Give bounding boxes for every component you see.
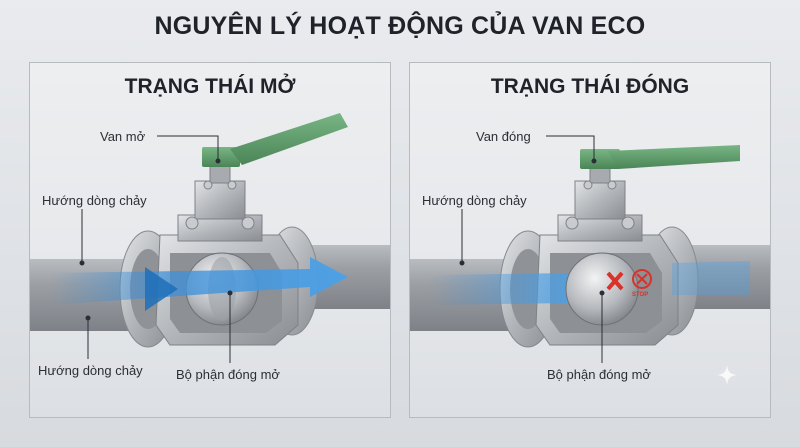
stop-sign-icon (632, 269, 652, 289)
stop-label: STOP (632, 292, 649, 298)
page-title: NGUYÊN LÝ HOẠT ĐỘNG CỦA VAN ECO (154, 12, 646, 40)
sparkle-icon (717, 365, 737, 385)
closed-valve-illustration (410, 135, 770, 363)
label-flow-direction-top: Hướng dòng chảy (422, 193, 527, 208)
panel-open-state: TRẠNG THÁI MỞ Van mở Hướng dòng chảy Hướ… (29, 62, 391, 418)
flow-arrow (50, 257, 348, 305)
panel-closed-state: TRẠNG THÁI ĐÓNG Van đóng Hướng dòng chảy… (409, 62, 771, 418)
label-flow-direction-top: Hướng dòng chảy (42, 193, 147, 208)
open-valve-illustration (30, 113, 390, 363)
label-flow-direction-bottom: Hướng dòng chảy (38, 363, 143, 378)
panel-title-open: TRẠNG THÁI MỞ (124, 75, 296, 98)
stop-cross-icon (606, 271, 624, 291)
label-valve-open: Van mở (100, 129, 146, 144)
valve-handle (230, 113, 348, 165)
valve-handle (608, 145, 740, 169)
flow-arrow-blocked (430, 273, 575, 305)
label-closing-part: Bộ phận đóng mở (176, 367, 280, 382)
label-closing-part: Bộ phận đóng mở (547, 367, 651, 382)
panel-title-closed: TRẠNG THÁI ĐÓNG (490, 75, 690, 98)
label-valve-closed: Van đóng (476, 129, 531, 144)
